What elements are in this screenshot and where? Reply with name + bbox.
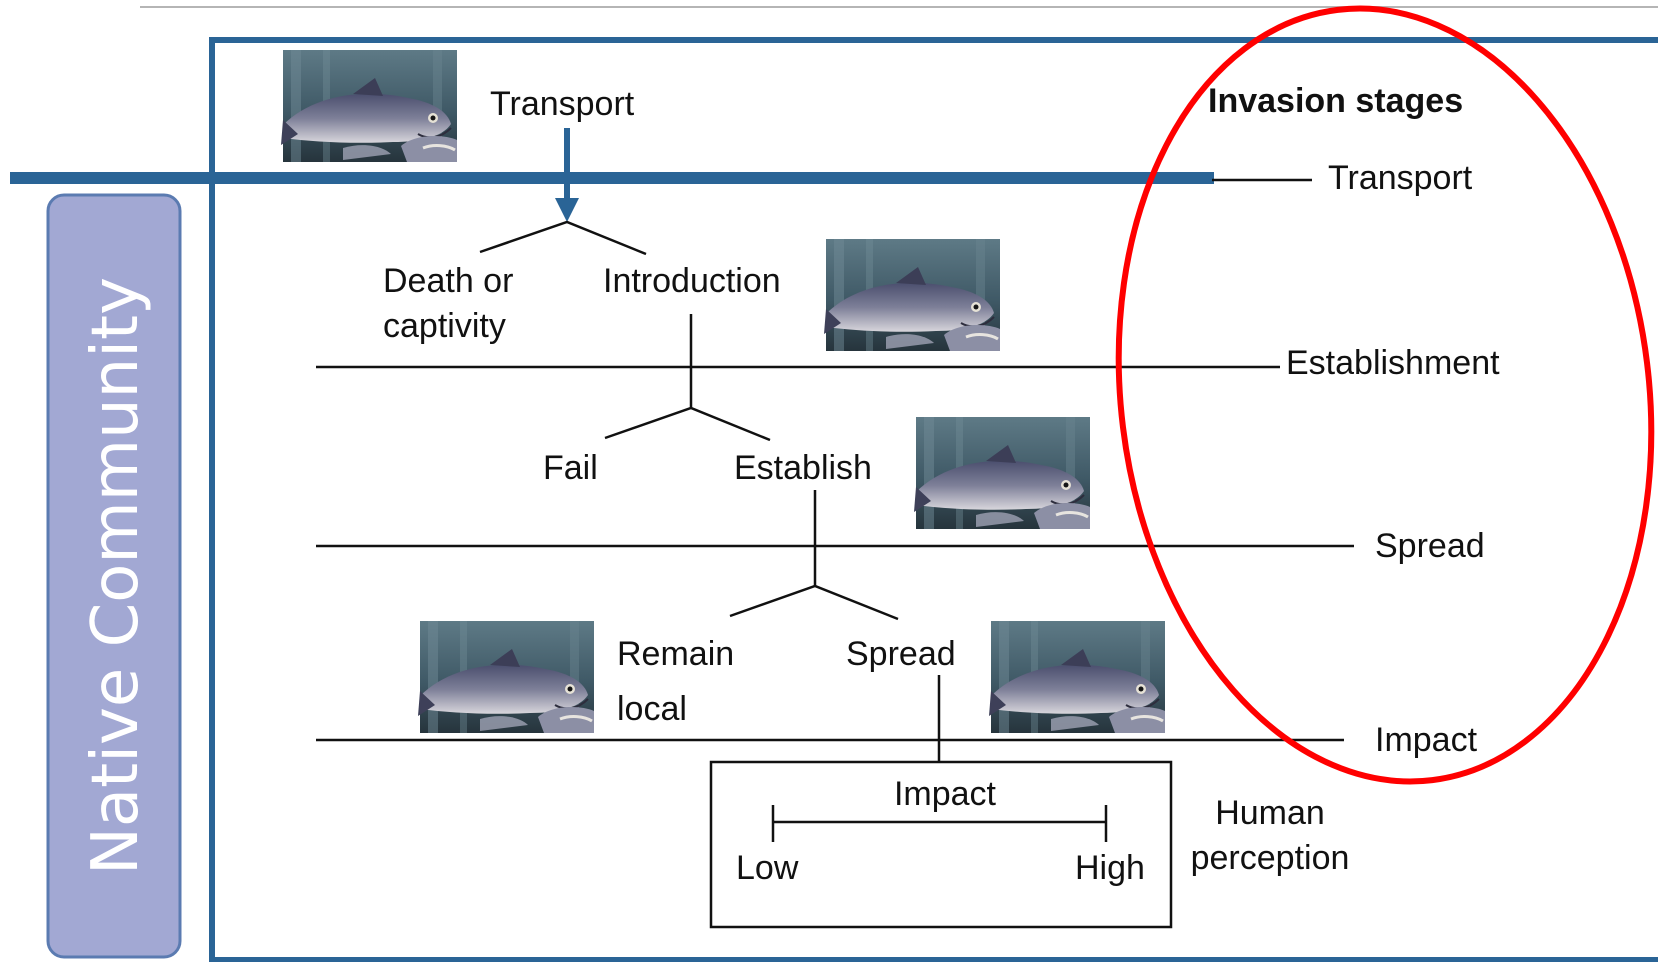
- frame: [209, 37, 1658, 962]
- impact-box-title: Impact: [894, 775, 997, 813]
- silver-carp-photo-transport: [279, 48, 459, 164]
- branch-2: [604, 406, 771, 442]
- human-perception-line-2: perception: [1191, 839, 1350, 877]
- stage-impact-label: Impact: [1375, 721, 1478, 759]
- impact-low-label: Low: [736, 849, 799, 887]
- invasion-stages-title: Invasion stages: [1208, 82, 1463, 120]
- native-community-panel: [46, 193, 182, 959]
- remain-local-line-2: local: [617, 690, 687, 728]
- silver-carp-photo-remain-local: [416, 619, 596, 735]
- stage-establishment-label: Establishment: [1286, 344, 1500, 382]
- impact-high-label: High: [1075, 849, 1145, 887]
- spread-label: Spread: [846, 635, 956, 673]
- native-community-label: Native Community: [79, 277, 153, 875]
- branch-3: [729, 584, 899, 621]
- introduction-label: Introduction: [603, 262, 781, 300]
- transport-arrowhead: [555, 198, 579, 222]
- stage-transport-label: Transport: [1328, 159, 1473, 197]
- human-perception-line-1: Human: [1215, 794, 1325, 832]
- branch-1: [479, 220, 647, 256]
- remain-local-line-1: Remain: [617, 635, 734, 673]
- stage-spread-label: Spread: [1375, 527, 1485, 565]
- establish-label: Establish: [734, 449, 872, 487]
- death-or-captivity-line-2: captivity: [383, 307, 506, 345]
- highlight-ellipse: [1115, 5, 1655, 785]
- fail-label: Fail: [543, 449, 598, 487]
- silver-carp-photo-establish: [912, 415, 1092, 531]
- impact-box: [709, 760, 1173, 929]
- silver-carp-photo-spread: [987, 619, 1167, 735]
- tree-top-label: Transport: [490, 85, 635, 123]
- silver-carp-photo-introduction: [822, 237, 1002, 353]
- death-or-captivity-line-1: Death or: [383, 262, 513, 300]
